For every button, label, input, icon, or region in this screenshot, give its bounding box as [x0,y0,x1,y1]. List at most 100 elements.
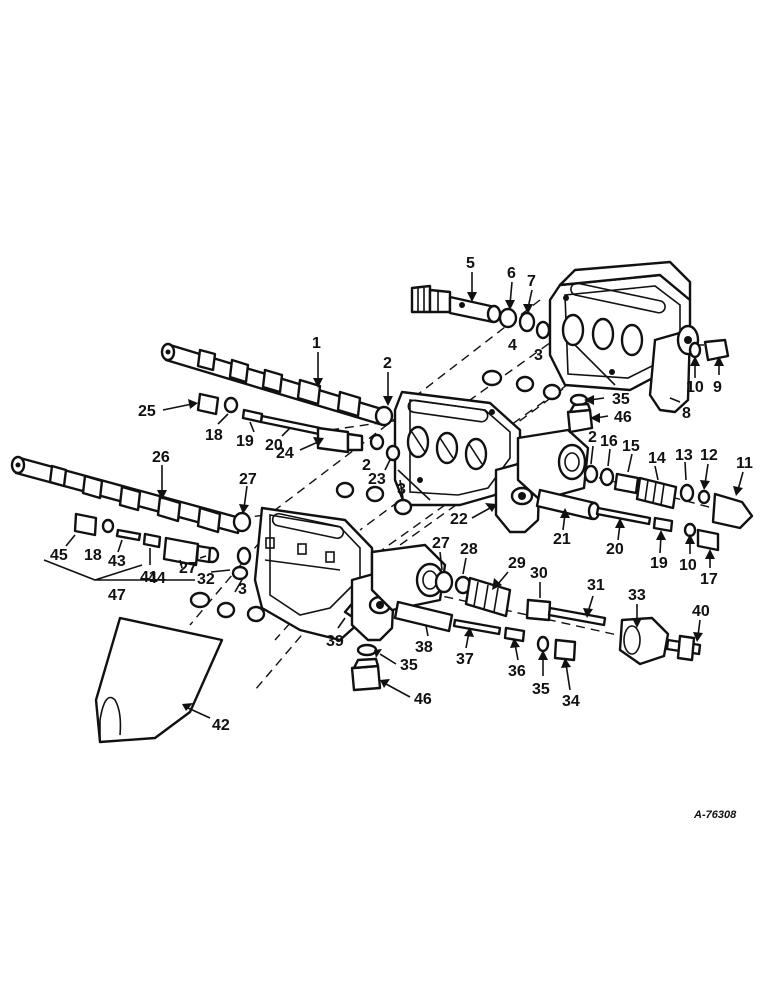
part-30-plug [525,598,552,622]
callout-20: 20 [606,541,624,558]
part-44-fitting [162,536,200,567]
callout-24: 24 [276,445,294,462]
part-34-plug [553,638,577,662]
callout-18: 18 [84,547,102,564]
callout-26: 26 [152,449,170,466]
callout-27: 27 [239,471,257,488]
callout-46: 46 [414,691,432,708]
ring-32 [231,565,249,581]
leader-lines [43,272,744,719]
ring-18b [101,518,115,534]
ring-4 [535,320,551,340]
hardware-parts [73,338,754,692]
callout-13: 13 [675,447,693,464]
ring-23 [385,444,401,462]
callout-27: 27 [179,560,197,577]
part-29-spring [464,576,512,618]
ring-10-top [688,341,702,359]
part-9-plug [703,338,730,362]
ring-12 [697,489,711,505]
callout-43: 43 [108,553,126,570]
callout-labels: 1 2 2 2 3 3 3 4 5 6 7 8 9 10 10 11 12 13… [50,255,753,734]
callout-35: 35 [532,681,550,698]
callout-2: 2 [362,457,371,474]
part-5-plunger [410,284,502,324]
callout-40: 40 [692,603,710,620]
part-20-pin-right [595,506,652,526]
part-19-spring-right [652,516,674,533]
ring-16 [599,467,615,487]
callout-17: 17 [700,571,718,588]
callout-28: 28 [460,541,478,558]
callout-10: 10 [686,379,704,396]
ring-27-upper [232,511,252,533]
callout-46: 46 [614,409,632,426]
callout-44: 44 [148,570,166,587]
part-37-pin [452,618,502,636]
callout-19: 19 [650,555,668,572]
callout-7: 7 [527,273,536,290]
callout-32: 32 [197,571,215,588]
callout-6: 6 [507,265,516,282]
part-25-plug [196,392,220,416]
callout-14: 14 [648,450,666,467]
ring-35-right [536,635,550,653]
callout-9: 9 [713,379,722,396]
callout-22: 22 [450,511,468,528]
part-45-plug [73,512,98,537]
callout-16: 16 [600,433,618,450]
rings-and-seals [101,307,711,657]
callout-41: 41 [140,569,158,586]
callout-11: 11 [736,455,753,472]
callout-10: 10 [679,557,697,574]
callout-8: 8 [682,405,691,422]
callout-35: 35 [400,657,418,674]
drawing-reference: A-76308 [693,809,737,821]
ring-upper-b [515,375,535,393]
callout-39: 39 [326,633,344,650]
ring-mid-b [365,485,385,503]
callout-19: 19 [236,433,254,450]
callout-18: 18 [205,427,223,444]
ring-6 [498,307,518,329]
ring-mid-c [393,498,413,516]
ring-upper-a [481,369,503,387]
callout-12: 12 [700,447,718,464]
ring-lower-c [246,605,266,623]
part-20-pin-upper [259,414,322,436]
ring-7 [518,311,536,333]
part-26-spool-shaft [10,455,242,535]
ring-18a [223,396,239,414]
part-41-collar [142,532,162,549]
callout-42: 42 [212,717,230,734]
part-15-sleeve [613,472,640,495]
callout-20: 20 [265,437,283,454]
part-42-rear-cover [94,616,224,744]
callout-30: 30 [530,565,548,582]
part-1-spool-shaft [160,342,387,427]
ring-27-mid [434,570,454,594]
callout-47: 47 [108,587,126,604]
ring-lower-a [189,591,211,609]
callout-5: 5 [466,255,475,272]
ring-lower-b [216,601,236,619]
ring-mid-a [335,481,355,499]
part-46-fitting-bottom [350,664,382,692]
callout-15: 15 [622,438,640,455]
callout-29: 29 [508,555,526,572]
part-22-valve-section [393,390,590,534]
callout-23: 23 [368,471,386,488]
ring-2-upper [374,405,394,427]
part-8-valve-section [548,260,700,414]
part-11-cap [711,492,754,530]
callout-45: 45 [50,547,68,564]
ring-13 [679,483,695,503]
part-38-sleeve [393,600,454,633]
part-39-valve-section [253,506,447,642]
ring-2-right [583,464,599,484]
callout-1: 1 [312,335,321,352]
callout-33: 33 [628,587,646,604]
part-36-collar [503,626,526,643]
callout-4: 4 [508,337,517,354]
